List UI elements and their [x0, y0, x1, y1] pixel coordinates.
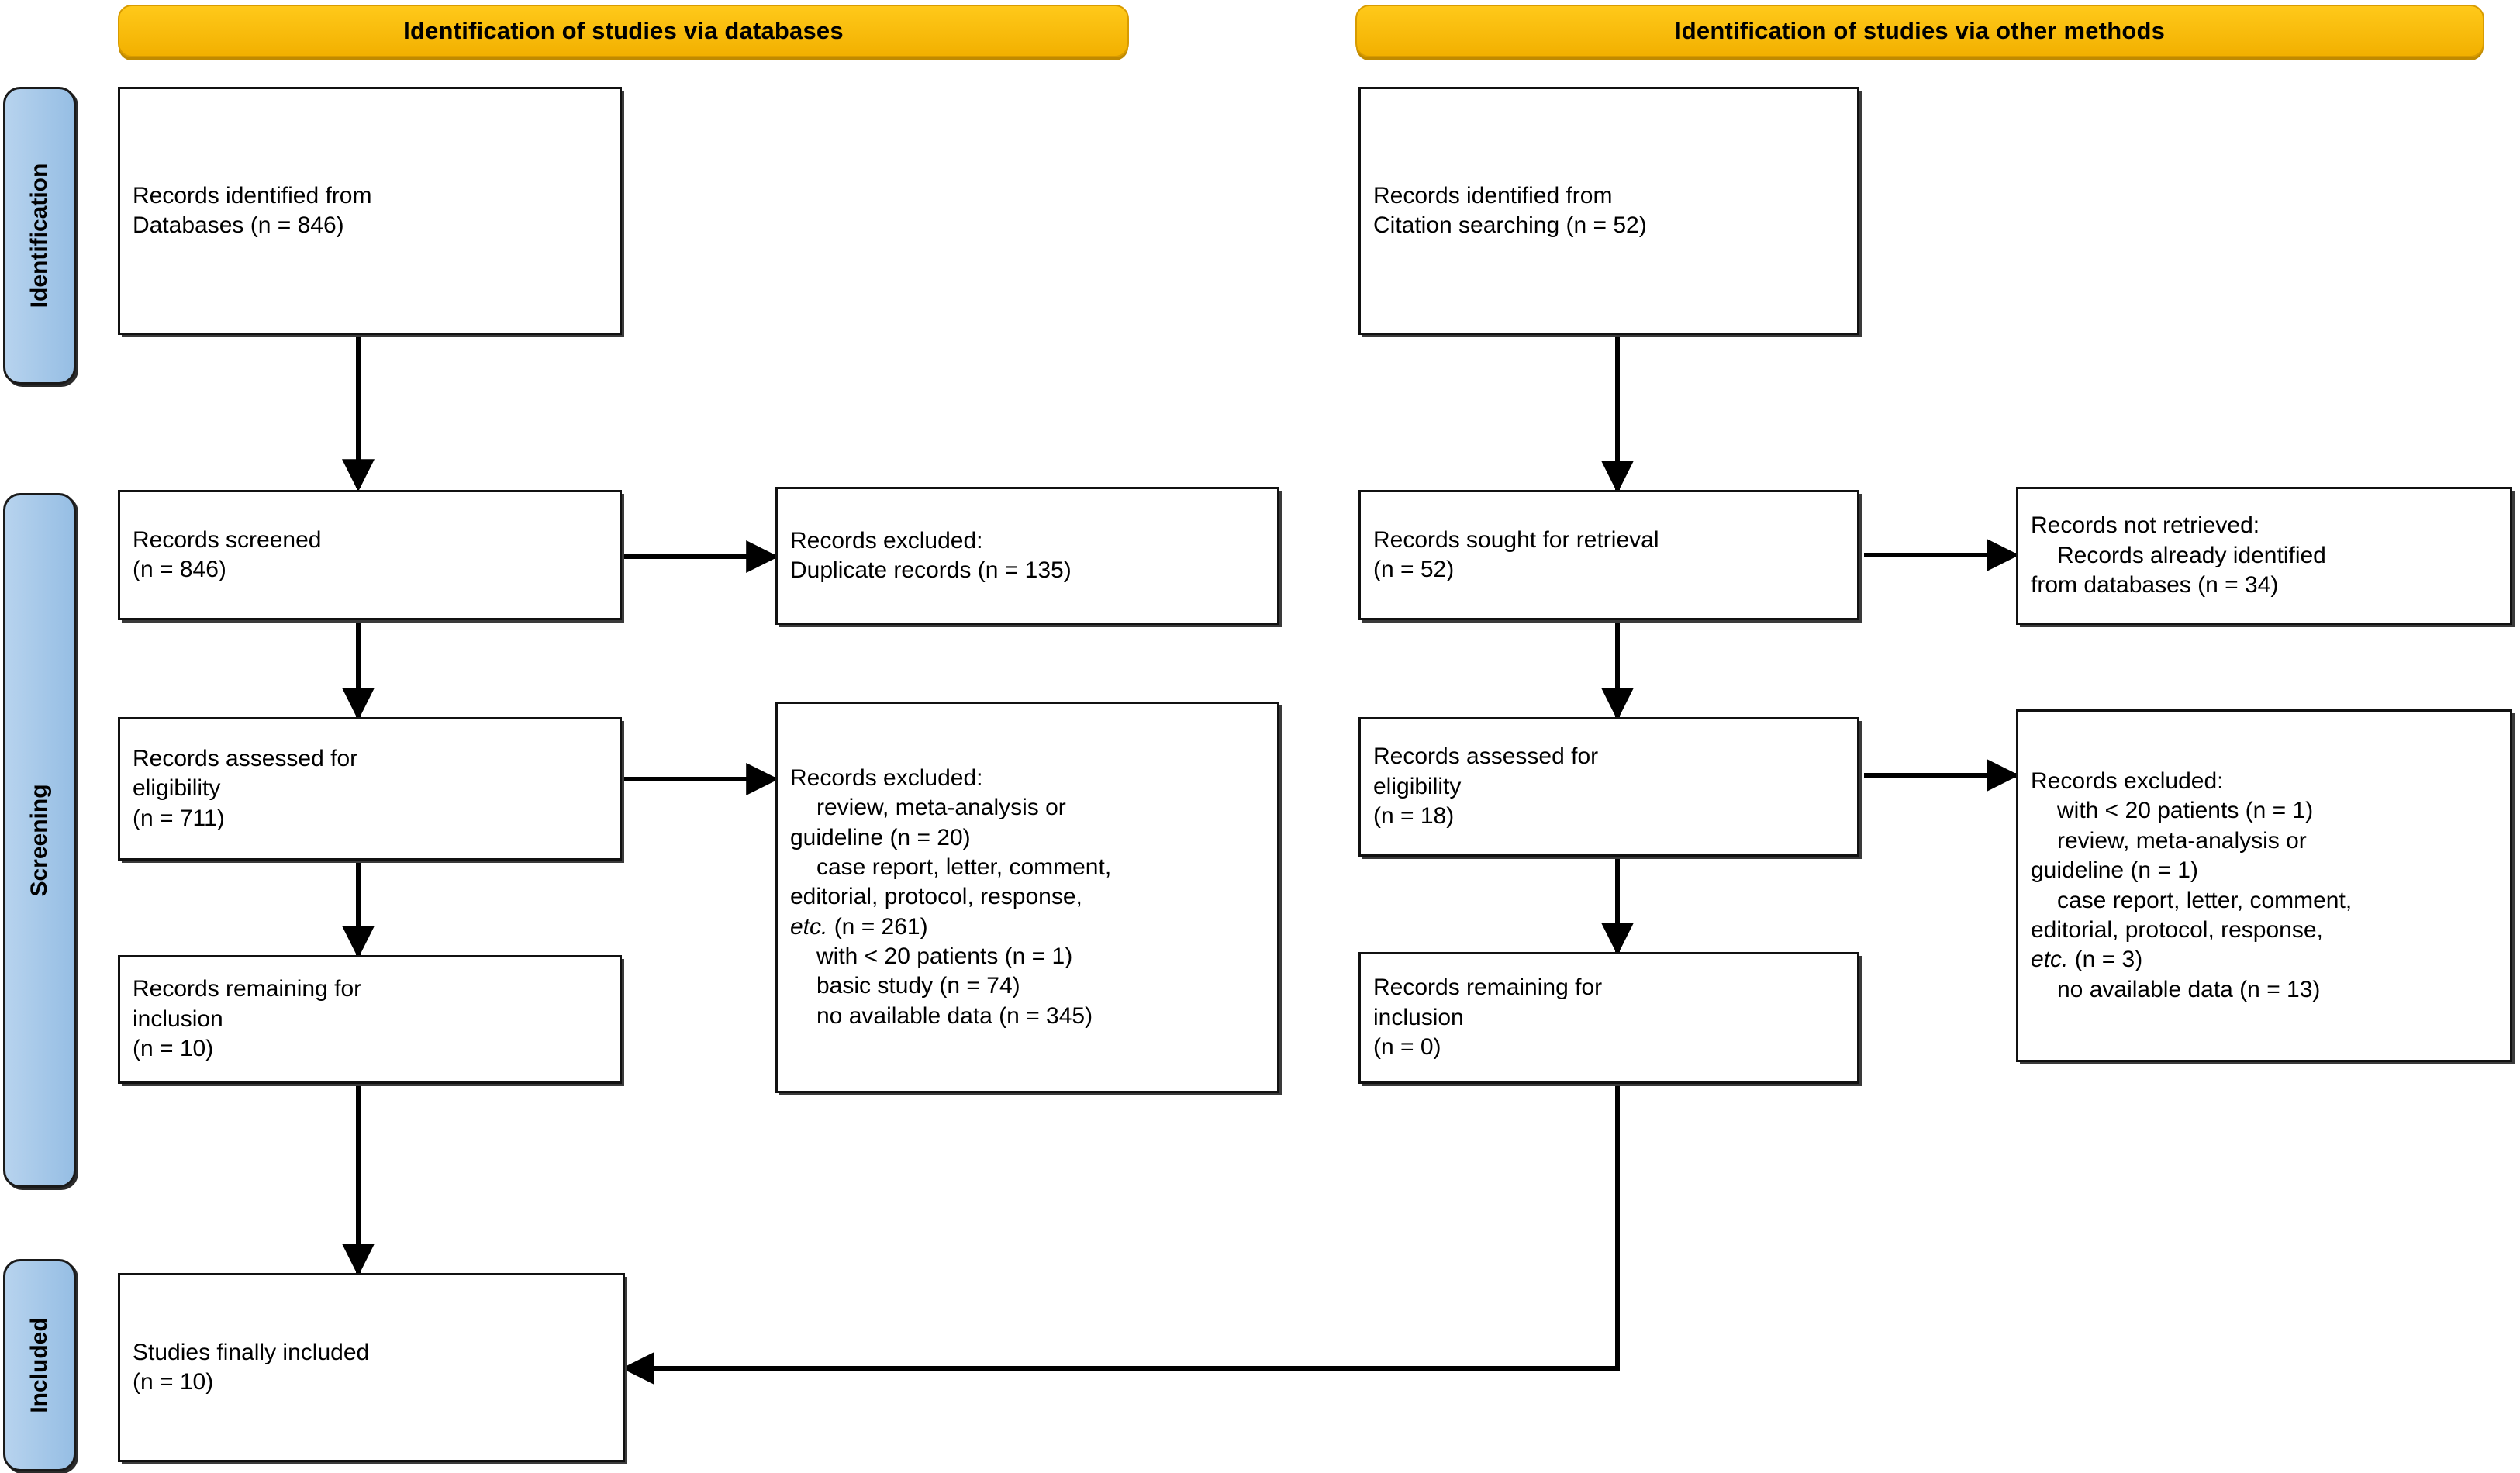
node-line: basic study (n = 74): [816, 973, 1020, 999]
node-records-excluded-eligibility-other[interactable]: Records excluded: with < 20 patients (n …: [2016, 709, 2512, 1062]
node-line: Records not retrieved:: [2031, 512, 2260, 539]
node-line: guideline (n = 20): [790, 824, 971, 850]
node-line: review, meta-analysis or: [816, 795, 1066, 821]
node-line: Records assessed for: [133, 745, 358, 771]
node-line: Records screened: [133, 526, 322, 553]
node-line: Duplicate records (n = 135): [790, 557, 1072, 583]
node-records-screened[interactable]: Records screened (n = 846): [118, 490, 622, 620]
banner-databases: Identification of studies via databases: [118, 5, 1129, 57]
node-line: Records excluded:: [790, 527, 983, 554]
node-line: etc. (n = 261): [790, 913, 928, 940]
node-records-not-retrieved[interactable]: Records not retrieved: Records already i…: [2016, 487, 2512, 625]
node-line: Citation searching (n = 52): [1373, 212, 1647, 238]
node-line: Records identified from: [1373, 182, 1613, 209]
node-line: editorial, protocol, response,: [2031, 916, 2323, 943]
stage-rail-screening: Screening: [3, 493, 76, 1188]
node-line: no available data (n = 345): [816, 1002, 1093, 1029]
node-line: Records sought for retrieval: [1373, 526, 1659, 553]
stage-rail-identification: Identification: [3, 87, 76, 385]
banner-other-methods-label: Identification of studies via other meth…: [1674, 17, 2166, 44]
node-records-sought-for-retrieval[interactable]: Records sought for retrieval (n = 52): [1358, 490, 1859, 620]
node-line: from databases (n = 34): [2031, 572, 2279, 599]
node-line: etc. (n = 3): [2031, 947, 2143, 973]
stage-rail-included-label: Included: [26, 1317, 52, 1413]
node-line: (n = 846): [133, 557, 226, 582]
node-records-excluded-duplicates[interactable]: Records excluded: Duplicate records (n =…: [775, 487, 1279, 625]
node-records-assessed-eligibility-databases[interactable]: Records assessed for eligibility (n = 71…: [118, 717, 622, 861]
stage-rail-screening-label: Screening: [26, 784, 52, 897]
node-records-remaining-inclusion-databases[interactable]: Records remaining for inclusion (n = 10): [118, 955, 622, 1084]
node-line: review, meta-analysis or: [2057, 827, 2307, 854]
node-line: Records assessed for: [1373, 743, 1599, 770]
node-line: (n = 10): [133, 1369, 214, 1395]
node-line: (n = 711): [133, 805, 225, 831]
banner-databases-label: Identification of studies via databases: [403, 17, 844, 44]
node-line: inclusion: [1373, 1004, 1464, 1030]
node-line: Records remaining for: [133, 976, 362, 1002]
stage-rail-included: Included: [3, 1259, 76, 1471]
node-line: Records excluded:: [790, 764, 983, 791]
banner-other-methods: Identification of studies via other meth…: [1355, 5, 2484, 57]
node-line: with < 20 patients (n = 1): [816, 943, 1073, 970]
node-line: (n = 10): [133, 1036, 214, 1062]
node-records-remaining-inclusion-other[interactable]: Records remaining for inclusion (n = 0): [1358, 952, 1859, 1084]
node-line: Studies finally included: [133, 1339, 370, 1365]
node-records-identified-citation-searching[interactable]: Records identified from Citation searchi…: [1358, 87, 1859, 335]
node-line: Records already identified: [2057, 542, 2326, 568]
node-line: Records excluded:: [2031, 768, 2224, 794]
node-records-assessed-eligibility-other[interactable]: Records assessed for eligibility (n = 18…: [1358, 717, 1859, 857]
node-line: inclusion: [133, 1006, 223, 1032]
stage-rail-identification-label: Identification: [26, 163, 52, 309]
node-line: (n = 18): [1373, 803, 1455, 830]
node-line: with < 20 patients (n = 1): [2057, 798, 2314, 824]
node-line: Records remaining for: [1373, 975, 1603, 1001]
node-records-identified-databases[interactable]: Records identified from Databases (n = 8…: [118, 87, 622, 335]
node-line: eligibility: [1373, 773, 1462, 799]
node-studies-finally-included[interactable]: Studies finally included (n = 10): [118, 1273, 625, 1462]
node-line: Records identified from: [133, 182, 372, 209]
node-line: case report, letter, comment,: [816, 854, 1112, 880]
node-line: (n = 0): [1373, 1034, 1441, 1061]
node-line: editorial, protocol, response,: [790, 884, 1082, 910]
node-line: no available data (n = 13): [2057, 976, 2321, 1002]
node-line: Databases (n = 846): [133, 212, 344, 238]
node-line: eligibility: [133, 775, 221, 802]
node-records-excluded-eligibility-databases[interactable]: Records excluded: review, meta-analysis …: [775, 702, 1279, 1093]
node-line: guideline (n = 1): [2031, 857, 2198, 884]
node-line: case report, letter, comment,: [2057, 887, 2353, 913]
node-line: (n = 52): [1373, 557, 1455, 582]
